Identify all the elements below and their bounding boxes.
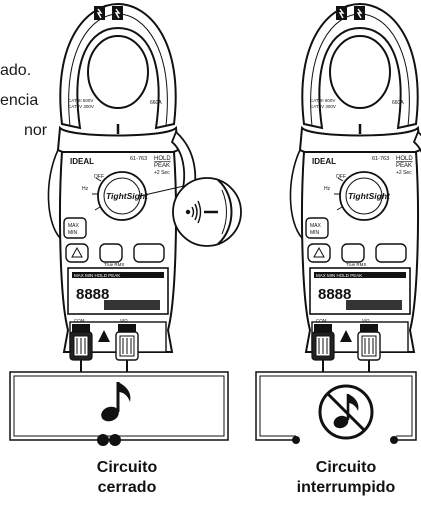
peak-sub-label: +2 Sec: [154, 170, 170, 176]
min-button-label[interactable]: MIN: [68, 230, 78, 236]
lcd-header: MAX MIN HOLD PEAK: [74, 273, 120, 278]
side-text-fragment: ado.: [0, 62, 32, 79]
caption-closed-line1: Circuito: [96, 459, 158, 476]
right-test-leads: [255, 360, 417, 441]
hold-label: HOLD: [396, 156, 413, 162]
hold-label: HOLD: [154, 156, 171, 162]
tightsight-logo: TightSight: [106, 191, 149, 201]
cat-rating-line2: CAT IV 300V: [68, 104, 94, 109]
cat-rating-line1: CAT III 600V: [68, 98, 93, 103]
amp-rating: 660A: [150, 100, 162, 106]
caption-closed-circuit: Circuito cerrado: [67, 458, 187, 498]
v-terminal-label: V/Ω: [120, 318, 128, 323]
com-terminal-label: COM: [74, 318, 85, 323]
lcd-readout: 8888: [318, 286, 351, 303]
lcd-readout: 8888: [76, 286, 109, 303]
music-note-icon: [101, 382, 131, 422]
brand-logo: IDEAL: [312, 157, 336, 166]
cat-rating-line2: CAT IV 300V: [310, 104, 336, 109]
peak-label: PEAK: [396, 163, 412, 169]
true-rms-label: True RMS: [346, 262, 366, 267]
true-rms-label: True RMS: [104, 262, 124, 267]
closed-contact-dots: [97, 434, 121, 446]
peak-sub-label: +2 Sec: [396, 170, 412, 176]
caption-open-line2: interrumpido: [296, 479, 396, 496]
off-label: OFF: [94, 174, 104, 180]
max-button-label[interactable]: MAX: [310, 223, 322, 229]
v-terminal-label: V/Ω: [362, 318, 370, 323]
lcd-header: MAX MIN HOLD PEAK: [316, 273, 362, 278]
zoom-callout: [139, 177, 242, 247]
side-text-fragment: nor: [24, 122, 48, 139]
max-button-label[interactable]: MAX: [68, 223, 80, 229]
hz-label: Hz: [82, 186, 89, 192]
caption-open-line1: Circuito: [315, 459, 377, 476]
amp-rating: 660A: [392, 100, 404, 106]
caption-open-circuit: Circuito interrumpido: [286, 458, 406, 498]
model-number: 61-763: [130, 156, 147, 162]
com-terminal-label: COM: [316, 318, 327, 323]
beeper-icon: [185, 200, 202, 224]
model-number: 61-763: [372, 156, 389, 162]
side-text-fragment: encia: [0, 92, 39, 109]
cat-rating-line1: CAT III 600V: [310, 98, 335, 103]
off-label: OFF: [336, 174, 346, 180]
no-music-icon: [318, 384, 374, 440]
hz-label: Hz: [324, 186, 331, 192]
open-contact-dots: [292, 436, 398, 444]
tightsight-logo: TightSight: [348, 191, 391, 201]
left-clamp-meter: CAT III 600V CAT IV 300V 660A IDEAL 61-7…: [47, 2, 197, 362]
caption-closed-line2: cerrado: [97, 479, 157, 496]
min-button-label[interactable]: MIN: [310, 230, 320, 236]
brand-logo: IDEAL: [70, 157, 94, 166]
right-clamp-meter: CAT III 600V CAT IV 300V 660A IDEAL 61-7…: [289, 2, 421, 362]
peak-label: PEAK: [154, 163, 170, 169]
